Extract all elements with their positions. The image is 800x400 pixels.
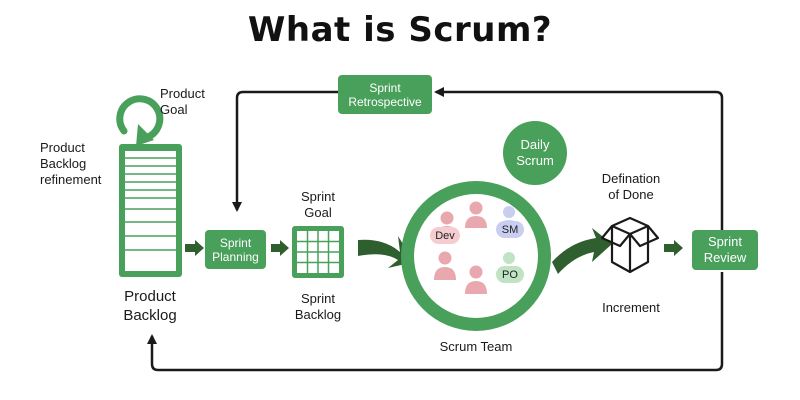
sprint-backlog-label: Sprint Backlog [294, 291, 342, 322]
retrospective-to-planning-arrow [232, 90, 338, 212]
sprint-planning-line2: Planning [212, 249, 259, 264]
sprint-planning-box: Sprint Planning [205, 230, 266, 269]
review-to-retrospective-arrow [434, 87, 724, 236]
product-backlog-icon [119, 144, 182, 277]
page-title: What is Scrum? [247, 10, 553, 50]
daily-scrum-line1: Daily [520, 137, 550, 152]
sprint-backlog-to-team-arrow [358, 236, 414, 268]
sm-role-badge: SM [496, 221, 524, 238]
backlog-to-planning-arrow [185, 240, 204, 256]
sprint-planning-line1: Sprint [219, 235, 252, 250]
team-to-increment-arrow [552, 228, 612, 274]
sprint-review-line1: Sprint [708, 234, 742, 249]
person-icon [465, 201, 487, 228]
sprint-review-line2: Review [703, 250, 747, 265]
product-goal-cycle-icon [116, 95, 164, 146]
person-icon [465, 265, 487, 294]
done-to-review-arrow [664, 240, 683, 256]
person-icon [434, 251, 456, 280]
review-to-backlog-arrow [147, 272, 724, 372]
increment-label: Increment [602, 300, 660, 315]
sprint-retrospective-line2: Retrospective [348, 94, 422, 109]
daily-scrum-badge: Daily Scrum [503, 121, 567, 185]
box-icon [600, 216, 660, 274]
sprint-goal-label: Sprint Goal [301, 189, 335, 220]
scrum-team-label: Scrum Team [439, 339, 513, 354]
team-member-icons [434, 201, 520, 294]
sprint-review-box: Sprint Review [692, 230, 758, 270]
sprint-backlog-icon [292, 226, 344, 278]
po-role-badge: PO [496, 266, 524, 283]
sprint-retrospective-box: Sprint Retrospective [338, 75, 432, 114]
product-backlog-refinement-label: Product Backlog refinement [40, 140, 102, 187]
product-backlog-label: Product Backlog [123, 288, 177, 324]
daily-scrum-line2: Scrum [516, 153, 554, 168]
dev-role-badge: Dev [430, 227, 460, 244]
planning-to-sprint-backlog-arrow [271, 240, 289, 256]
definition-of-done-label: Defination of Done [601, 171, 661, 202]
sprint-retrospective-line1: Sprint [369, 80, 401, 95]
feedback-loop [147, 87, 724, 372]
product-goal-label: Product Goal [160, 86, 205, 117]
